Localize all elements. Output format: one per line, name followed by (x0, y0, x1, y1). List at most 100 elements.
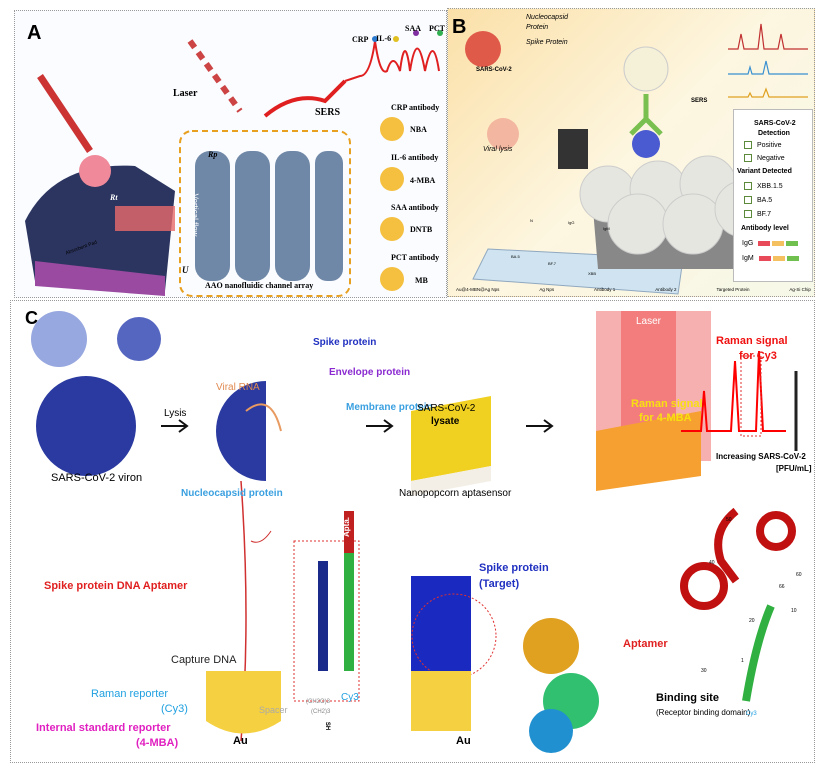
internal-reporter-2: (4-MBA) (136, 737, 179, 749)
au-label-right: Au (456, 735, 471, 747)
binding-site-label: Binding site (656, 692, 719, 704)
chip-spot-xbb: XBB (588, 271, 597, 276)
nt-66: 66 (779, 584, 785, 590)
chip-spot-n: N (530, 218, 533, 223)
reporter-mb: MB (415, 276, 428, 285)
rt-label: Rt (110, 193, 118, 202)
chip-spot-igm: IgM (603, 226, 610, 231)
target-label-2: (Target) (479, 578, 520, 590)
option-negative: Negative (744, 154, 785, 162)
membrane-protein-label: Membrane protein (346, 402, 433, 413)
option-label: XBB.1.5 (757, 182, 783, 190)
cy3-signal-1: Raman signal (716, 335, 788, 347)
ch2o-label: (CH2O)3 (306, 699, 331, 705)
laser-label: Laser (173, 88, 198, 99)
peak-saa: SAA (405, 24, 422, 33)
legend-item: Antibody 1 (594, 287, 616, 292)
protein-label: Protein (526, 24, 549, 31)
panel-c-label: C (25, 308, 38, 328)
sensor-label: Nanopopcorn aptasensor (399, 488, 512, 499)
level-label: IgG (742, 240, 754, 247)
nt-1: 1 (741, 658, 744, 664)
peak-pct: PCT (429, 24, 445, 33)
apta-label: Apta. (342, 517, 351, 537)
checkbox-icon (744, 196, 752, 204)
vertical-flow-label: Vertical flow (190, 193, 200, 237)
variant-title: Variant Detected (737, 168, 792, 175)
panel-c: C Spike protein Envelope protein Viral R… (10, 300, 815, 763)
peak-crp: CRP (352, 35, 369, 44)
sers-label: SERS (315, 107, 341, 118)
detection-title-2: Detection (758, 130, 790, 137)
spacer-label: Spacer (259, 705, 288, 715)
option-label: Negative (757, 154, 785, 162)
nucleocapsid-label-c: Nucleocapsid protein (181, 488, 283, 499)
option-label: BF.7 (757, 210, 772, 218)
antibody-saa: SAA antibody (391, 203, 439, 212)
nt-50: 50 (726, 517, 732, 523)
level-label: IgM (742, 255, 754, 262)
antibody-pct: PCT antibody (391, 253, 440, 262)
peak-il6: IL-6 (376, 34, 392, 43)
panel-b: B Nucleocapsid Protein Spike Protein SAR… (447, 8, 815, 297)
reporter-dntb: DNTB (410, 225, 433, 234)
u-label: U (182, 265, 189, 275)
panel-b-label: B (452, 16, 467, 38)
cy3-label: Cy3 (341, 692, 359, 703)
viron-label: SARS-CoV-2 viron (51, 472, 143, 484)
reporter-4mba: 4-MBA (410, 176, 436, 185)
raman-reporter-2: (Cy3) (161, 703, 188, 715)
option-xbb: XBB.1.5 (744, 182, 783, 190)
virus-label: SARS-CoV-2 (476, 67, 512, 73)
antibody-title: Antibody level (741, 225, 789, 232)
envelope-protein-label: Envelope protein (329, 367, 411, 378)
legend-item: Targeted Protein (716, 287, 750, 292)
panel-a: A Laser SERS CRP IL-6 SAA PCT CRP antibo… (14, 10, 447, 298)
detection-title-1: SARS-CoV-2 (754, 120, 796, 127)
option-label: BA.5 (757, 196, 773, 204)
nt-40: 40 (709, 560, 715, 566)
raman-reporter-1: Raman reporter (91, 688, 169, 700)
chip-spot-ba5: BA.5 (511, 254, 520, 259)
target-label-1: Spike protein (479, 562, 549, 574)
unit-label: [PFU/mL] (776, 464, 812, 473)
checkbox-icon (744, 154, 752, 162)
detection-box: SARS-CoV-2 Detection Positive Negative V… (733, 109, 813, 282)
capture-dna-label: Capture DNA (171, 654, 237, 666)
panel-c-illustration (31, 311, 798, 753)
mba-signal-2: for 4-MBA (639, 412, 692, 424)
panel-b-illustration (465, 23, 808, 295)
chip-spot-bf7: BF.7 (548, 261, 557, 266)
lysis-label: Lysis (164, 408, 187, 419)
nt-60: 60 (796, 572, 802, 578)
nt-10: 10 (791, 608, 797, 614)
cy3-label-right: Cy3 (746, 711, 757, 717)
aptamer-pointer-label: Aptamer (623, 638, 668, 650)
viral-rna-label: Viral RNA (216, 382, 260, 393)
nucleocapsid-label: Nucleocapsid (526, 14, 569, 21)
checkbox-icon (744, 210, 752, 218)
ch2-label: (CH2)3 (311, 709, 331, 715)
binding-domain-label: (Receptor binding domain) (656, 708, 751, 717)
rp-label: Rp (208, 150, 218, 159)
cy3-signal-2: for Cy3 (739, 350, 777, 362)
sers-label-b: SERS (691, 98, 708, 104)
panel-a-illustration (25, 30, 443, 297)
checkbox-icon (744, 182, 752, 190)
antibody-crp: CRP antibody (391, 103, 440, 112)
option-bf7: BF.7 (744, 210, 771, 218)
spike-label: Spike Protein (526, 39, 568, 46)
reporter-nba: NBA (410, 125, 427, 134)
increasing-label: Increasing SARS-CoV-2 (716, 452, 806, 461)
antibody-il6: IL-6 antibody (391, 153, 439, 162)
viral-lysis-label: Viral lysis (483, 146, 513, 153)
internal-reporter-1: Internal standard reporter (36, 722, 171, 734)
lysate-label-1: SARS-CoV-2 (417, 403, 476, 414)
panel-a-label: A (27, 22, 42, 44)
aptamer-label: Spike protein DNA Aptamer (44, 580, 188, 592)
legend-item: Antibody 2 (655, 287, 677, 292)
mba-signal-1: Raman signal (631, 398, 703, 410)
checkbox-icon (744, 141, 752, 149)
legend-item: Au@4-MBN@Ag Nps (456, 287, 500, 292)
nt-20: 20 (749, 618, 755, 624)
